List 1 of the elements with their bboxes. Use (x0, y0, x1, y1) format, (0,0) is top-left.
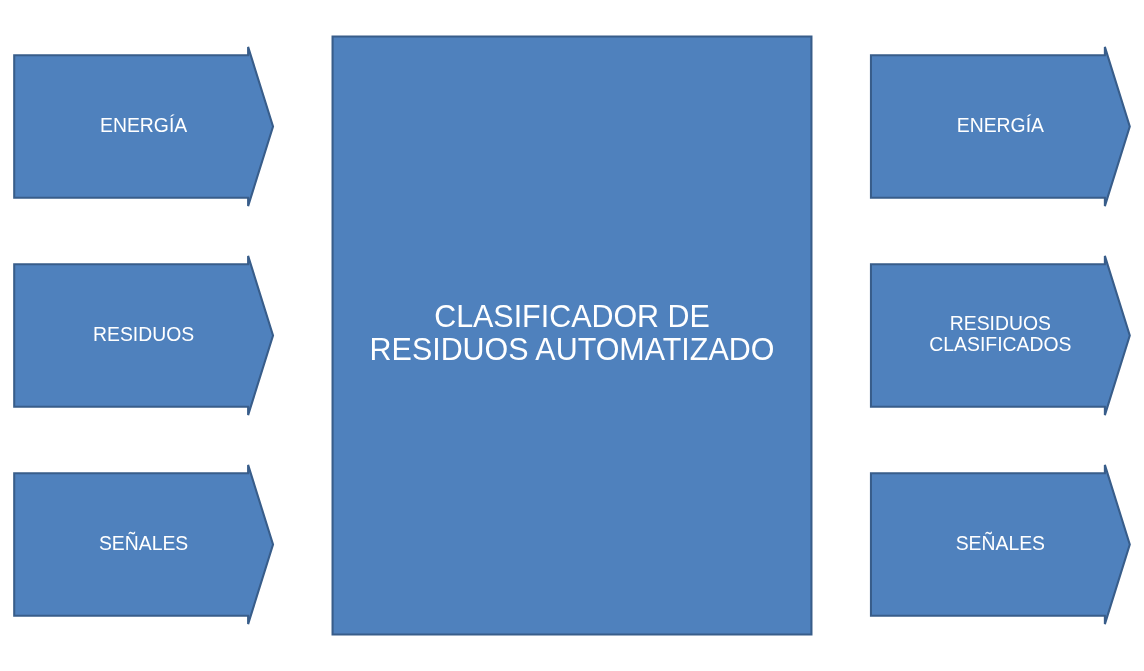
node-box: CLASIFICADOR DE RESIDUOS AUTOMATIZADO (331, 35, 813, 636)
